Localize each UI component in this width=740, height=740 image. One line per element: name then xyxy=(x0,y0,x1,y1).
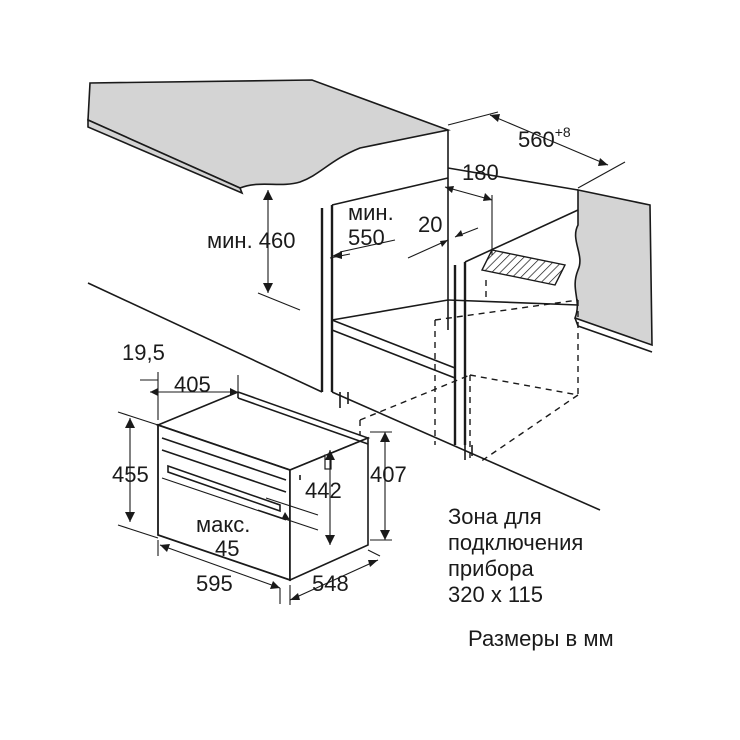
label-min-550-b: 550 xyxy=(348,225,385,250)
countertop-left xyxy=(87,79,451,195)
dim-407 xyxy=(370,431,392,541)
dim-455 xyxy=(117,411,159,539)
units-note: Размеры в мм xyxy=(468,626,614,651)
label-19-5: 19,5 xyxy=(122,340,165,365)
label-gap-20: 20 xyxy=(418,212,442,237)
label-max-a: макс. xyxy=(196,512,250,537)
connection-zone xyxy=(480,249,567,300)
label-595: 595 xyxy=(196,571,233,596)
dim-gap-20 xyxy=(407,227,479,259)
zone-line-2: подключения xyxy=(448,530,583,555)
label-min-460: мин. 460 xyxy=(207,228,296,253)
label-548: 548 xyxy=(312,571,349,596)
label-405: 405 xyxy=(174,372,211,397)
dim-548 xyxy=(289,549,381,605)
label-depth-180: 180 xyxy=(462,160,499,185)
oven-appliance xyxy=(155,391,371,582)
label-407: 407 xyxy=(370,462,407,487)
label-max-b: 45 xyxy=(215,536,239,561)
dim-depth-180 xyxy=(444,186,493,255)
zone-line-3: прибора xyxy=(448,556,535,581)
dim-niche-width xyxy=(447,111,626,189)
dim-max-45 xyxy=(257,497,319,531)
label-niche-width: 560+8 xyxy=(518,124,571,152)
dim-min-460 xyxy=(257,190,301,311)
countertop-right xyxy=(573,189,653,353)
zone-line-4: 320 x 115 xyxy=(448,582,543,607)
label-442: 442 xyxy=(305,478,342,503)
label-455: 455 xyxy=(112,462,149,487)
appliance-dashed-outline xyxy=(359,299,579,463)
cabinet-walls xyxy=(87,130,601,511)
dim-19-5-405 xyxy=(140,372,239,420)
zone-line-1: Зона для xyxy=(448,504,542,529)
dim-442 xyxy=(325,450,335,545)
label-min-550-a: мин. xyxy=(348,200,394,225)
dim-min-550 xyxy=(329,239,396,259)
dim-595 xyxy=(157,540,281,604)
